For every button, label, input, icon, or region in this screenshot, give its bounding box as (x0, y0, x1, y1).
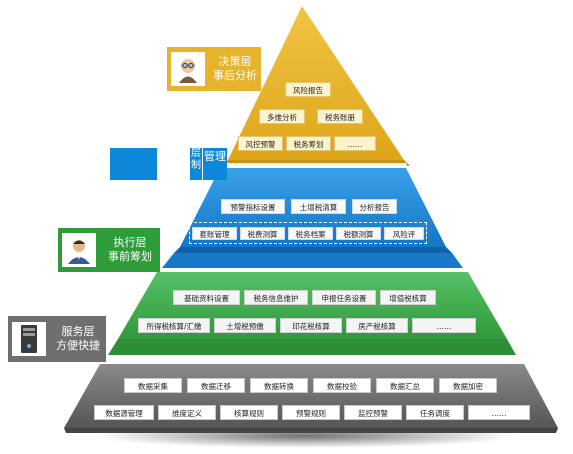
decision-layer-label: 决策层 事后分析 (167, 47, 261, 91)
tier-management-ring (162, 253, 463, 268)
decision-chip: 多维分析 (259, 109, 305, 124)
service-chip: 数据采集 (124, 378, 182, 393)
service-chip: 维度定义 (158, 405, 216, 420)
service-chip: 数据迁移 (187, 378, 245, 393)
service-chip: 数据汇总 (376, 378, 434, 393)
service-chip: …… (468, 405, 530, 420)
execution-chip: …… (412, 318, 476, 333)
separator-3 (100, 356, 524, 364)
old-man-avatar-icon (171, 52, 205, 86)
service-chip: 预警规则 (282, 405, 340, 420)
decision-layer-subtitle: 事后分析 (213, 69, 257, 82)
businessman-avatar-icon (62, 233, 96, 267)
service-chip: 监控预警 (344, 405, 402, 420)
execution-chip: 增值税核算 (380, 290, 436, 305)
service-chip: 任务调度 (406, 405, 464, 420)
decision-chip: 税务筹划 (286, 136, 331, 151)
execution-chip: 基础资料设置 (173, 290, 240, 305)
service-layer-title: 服务层 (61, 325, 95, 338)
execution-layer-label: 执行层 事前筹划 (58, 228, 160, 272)
management-layer-side-text: 层制 (190, 148, 202, 180)
execution-chip: 土增税预缴 (214, 318, 276, 333)
service-layer-subtitle: 方便快捷 (56, 339, 100, 352)
service-chip: 核算规则 (220, 405, 278, 420)
tier-execution-base (108, 339, 516, 355)
execution-chip: 税务信息维护 (244, 290, 308, 305)
management-chip: 土增税清算 (291, 199, 346, 214)
management-chip: 分析报告 (352, 199, 397, 214)
service-chip: 数据源管理 (94, 405, 154, 420)
management-row-dashed-frame (189, 222, 427, 244)
execution-chip: 所得税核算/汇缴 (138, 318, 210, 333)
server-tower-icon (12, 322, 46, 356)
tier-service-base (64, 428, 558, 433)
decision-chip: 风控预警 (238, 136, 283, 151)
separator-2 (157, 268, 468, 272)
decision-chip: 风险报告 (285, 82, 331, 97)
execution-chip: 房产税核算 (346, 318, 408, 333)
decision-chip: …… (334, 136, 376, 151)
service-chip: 数据转换 (250, 378, 308, 393)
execution-chip: 印花税核算 (280, 318, 342, 333)
management-chip: 税费测算 (240, 227, 285, 240)
service-chip: 数据校验 (313, 378, 371, 393)
execution-chip: 申报任务设置 (312, 290, 376, 305)
management-chip: 套账管理 (192, 227, 237, 240)
management-color-square (110, 148, 157, 180)
decision-chip: 税务账册 (317, 109, 363, 124)
service-layer-label: 服务层 方便快捷 (8, 316, 106, 362)
management-layer-title: 管理 (203, 148, 227, 180)
separator-1 (222, 163, 408, 168)
management-chip: 风险评 (384, 227, 424, 240)
management-chip: 预警指标设置 (221, 199, 285, 214)
execution-layer-subtitle: 事前筹划 (108, 250, 152, 263)
decision-layer-title: 决策层 (218, 55, 252, 68)
service-chip: 数据加密 (439, 378, 497, 393)
tier-management-base (174, 247, 452, 253)
execution-layer-title: 执行层 (113, 236, 147, 249)
management-chip: 税务档案 (288, 227, 333, 240)
management-chip: 税额测算 (336, 227, 381, 240)
